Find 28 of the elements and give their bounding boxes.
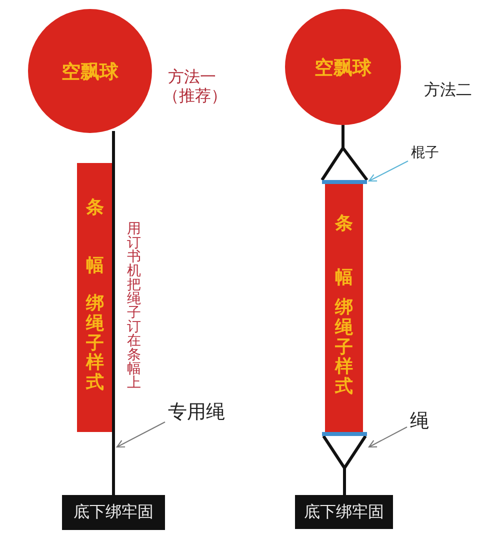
leader-arrow [116, 422, 166, 448]
callout-label: 专用绳 [168, 400, 225, 425]
leader-arrow [368, 426, 408, 448]
balloon-label: 空飘球 [314, 56, 372, 81]
method-heading: 方法二 [424, 80, 472, 101]
rope-line [112, 131, 115, 495]
leader-arrow [368, 160, 408, 182]
banner-text: 幅 [86, 256, 104, 276]
banner-text: 绑绳子样式 [86, 294, 104, 393]
banner-text: 条 [86, 198, 104, 218]
banner-text: 条 [335, 214, 353, 234]
base-block [62, 495, 165, 530]
banner-text: 绑绳子样式 [335, 298, 353, 397]
base-block [295, 495, 393, 529]
base-label: 底下绑牢固 [303, 502, 385, 523]
banner [77, 163, 113, 432]
rope-line [320, 124, 368, 182]
note-text: 用订书机把绳子订在条幅上 [127, 222, 141, 390]
banner [325, 184, 363, 432]
banner-text: 幅 [335, 268, 353, 288]
stick-bar [322, 180, 367, 184]
method-heading: （推荐） [163, 86, 227, 107]
callout-label: 绳 [410, 409, 429, 434]
stick-bar [322, 432, 367, 436]
method-heading: 方法一 [168, 67, 216, 88]
balloon-label: 空飘球 [60, 60, 120, 85]
base-label: 底下绑牢固 [72, 502, 154, 523]
callout-label: 棍子 [411, 144, 439, 162]
